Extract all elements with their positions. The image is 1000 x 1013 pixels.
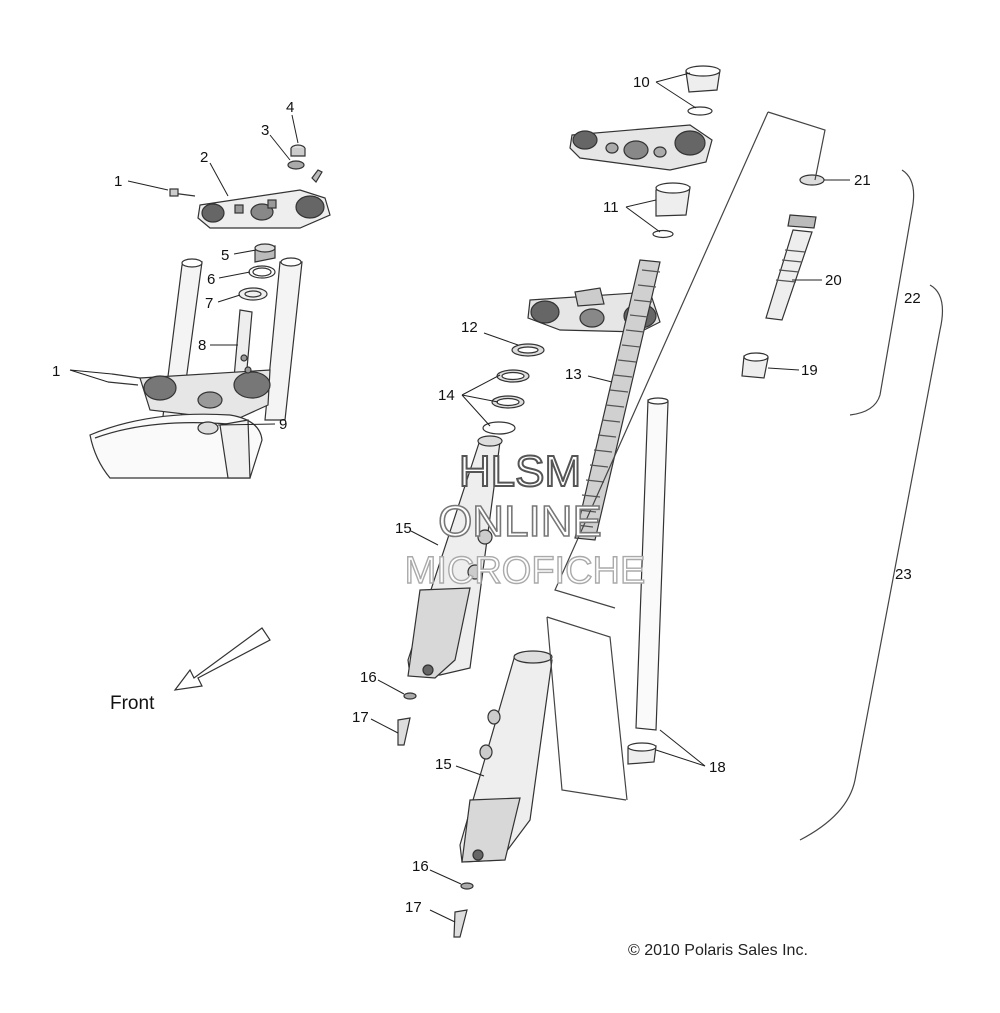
- fork-slider-lower: [459, 650, 553, 863]
- callout-18: 18: [709, 759, 726, 776]
- front-label: Front: [110, 693, 155, 714]
- small-parts-16-17: [397, 692, 474, 938]
- upper-triple-clamp-left: [169, 188, 331, 229]
- callout-20: 20: [825, 272, 842, 289]
- spring-13: [574, 259, 661, 541]
- watermark-line-3: MICROFICHE: [404, 550, 646, 592]
- section-outlines: [546, 111, 943, 841]
- callout-11: 11: [603, 199, 619, 216]
- callout-7: 7: [205, 295, 214, 312]
- callout-6: 6: [207, 271, 216, 288]
- callout-1-lower: 1: [52, 363, 61, 380]
- callout-16-upper: 16: [360, 669, 377, 686]
- callout-21: 21: [854, 172, 871, 189]
- copyright-notice: © 2010 Polaris Sales Inc.: [628, 942, 808, 959]
- callout-15-lower: 15: [435, 756, 452, 773]
- cap-nut-left: [287, 144, 323, 183]
- callout-10: 10: [633, 74, 650, 91]
- callout-8: 8: [198, 337, 207, 354]
- bushing-11: [652, 182, 691, 239]
- callout-3: 3: [261, 122, 270, 139]
- callout-17-upper: 17: [352, 709, 369, 726]
- callout-14: 14: [438, 387, 455, 404]
- callout-15-upper: 15: [395, 520, 412, 537]
- callout-13: 13: [565, 366, 582, 383]
- callout-9: 9: [279, 416, 288, 433]
- callout-22: 22: [904, 290, 921, 307]
- lower-triple-clamp-left: [107, 354, 271, 421]
- dust-tube-18: [627, 397, 669, 765]
- callout-4: 4: [286, 99, 295, 116]
- cartridge-20: [765, 174, 825, 321]
- seals-12-14: [482, 343, 545, 435]
- callout-5: 5: [221, 247, 230, 264]
- watermark-line-1: HLSM: [458, 447, 582, 496]
- steering-stem-left: [233, 243, 276, 381]
- watermark-line-2: ONLINE: [437, 497, 602, 546]
- callout-17-lower: 17: [405, 899, 422, 916]
- callout-12: 12: [461, 319, 478, 336]
- front-arrow: [173, 627, 271, 691]
- bushing-19: [741, 352, 769, 379]
- bushing-10: [685, 65, 721, 116]
- front-cowl-left: [89, 413, 263, 479]
- callout-2: 2: [200, 149, 209, 166]
- callout-19: 19: [801, 362, 818, 379]
- callout-1-top: 1: [114, 173, 123, 190]
- callout-16-lower: 16: [412, 858, 429, 875]
- callout-23: 23: [895, 566, 912, 583]
- upper-clamp-exploded: [569, 124, 713, 171]
- fork-slider-upper: [407, 435, 503, 679]
